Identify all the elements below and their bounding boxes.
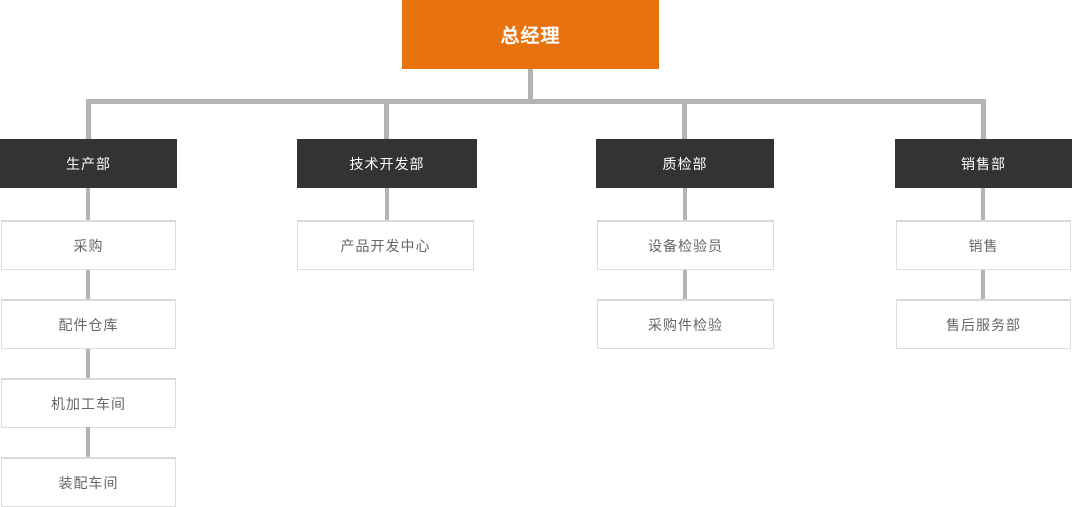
child-node-sales-team[interactable]: 销售 [896,220,1071,270]
connector-sales-child-1 [981,188,985,220]
child-node-machining-workshop[interactable]: 机加工车间 [1,378,176,428]
child-node-purchased-parts-inspection[interactable]: 采购件检验 [597,299,774,349]
connector-production-child-1 [86,188,90,220]
root-node-general-manager[interactable]: 总经理 [402,0,659,69]
connector-quality-child-1 [683,188,687,220]
connector-production-child-2 [86,270,90,299]
connector-root-vertical [528,69,533,104]
connector-stub-tech [384,99,389,139]
connector-tech-child-1 [385,188,389,220]
child-node-equipment-inspector[interactable]: 设备检验员 [597,220,774,270]
child-node-assembly-workshop[interactable]: 装配车间 [1,457,176,507]
connector-quality-child-2 [683,270,687,299]
dept-node-sales[interactable]: 销售部 [895,139,1072,188]
connector-horizontal-rail [86,99,986,104]
child-node-parts-warehouse[interactable]: 配件仓库 [1,299,176,349]
dept-node-quality-inspection[interactable]: 质检部 [596,139,774,188]
connector-production-child-3 [86,349,90,378]
child-node-product-dev-center[interactable]: 产品开发中心 [297,220,474,270]
dept-node-tech-development[interactable]: 技术开发部 [297,139,477,188]
dept-node-production[interactable]: 生产部 [0,139,177,188]
connector-stub-sales [981,99,986,139]
connector-production-child-4 [86,427,90,457]
child-node-purchasing[interactable]: 采购 [1,220,176,270]
connector-stub-quality [682,99,687,139]
child-node-after-sales-service[interactable]: 售后服务部 [896,299,1071,349]
connector-stub-production [86,99,91,139]
connector-sales-child-2 [981,270,985,299]
